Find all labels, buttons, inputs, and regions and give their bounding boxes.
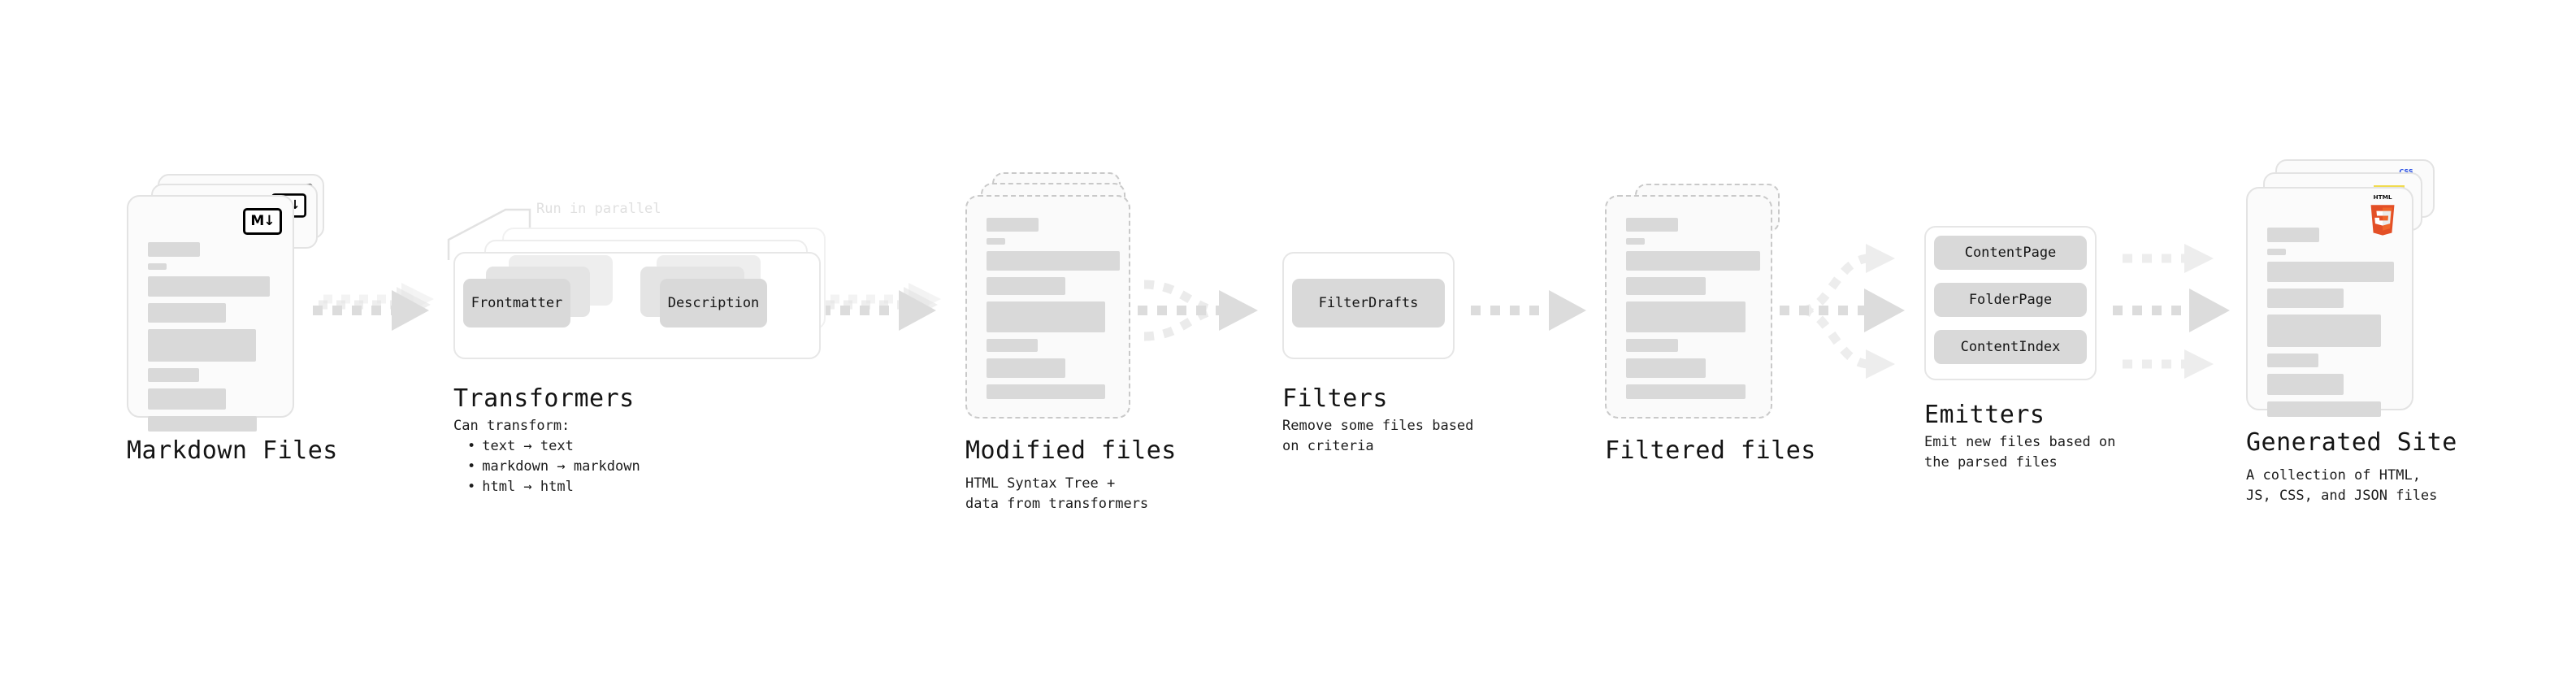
arrow-filters-to-filtered xyxy=(1471,290,1586,331)
generated-site-title: Generated Site xyxy=(2246,428,2457,457)
transformers-title: Transformers xyxy=(453,384,635,413)
filters-caption: Remove some files based on criteria xyxy=(1282,418,1474,454)
transform-item: html → html xyxy=(467,477,640,497)
markdown-card-front[interactable]: M↓ xyxy=(127,195,294,432)
filters-title: Filters xyxy=(1282,384,1388,413)
emitters-title: Emitters xyxy=(1924,401,2045,429)
emitter-chip-contentindex[interactable]: ContentIndex xyxy=(1934,330,2087,364)
html5-icon: HTML xyxy=(2370,193,2395,236)
arrow-transformers-to-modified xyxy=(821,283,941,331)
site-card-lines xyxy=(2267,228,2394,423)
filtered-card-front[interactable] xyxy=(1605,195,1772,419)
run-in-parallel-label: Run in parallel xyxy=(536,201,661,217)
emitters-caption: Emit new files based on the parsed files xyxy=(1924,434,2116,471)
modified-files-title: Modified files xyxy=(965,436,1177,465)
filtered-files-title: Filtered files xyxy=(1605,436,1816,465)
modified-files-caption: HTML Syntax Tree + data from transformer… xyxy=(965,475,1149,512)
filter-chip-filterdrafts[interactable]: FilterDrafts xyxy=(1292,279,1445,327)
modified-card-front[interactable] xyxy=(965,195,1130,419)
transformer-chip-frontmatter[interactable]: Frontmatter xyxy=(463,279,570,327)
arrow-filtered-to-emitters xyxy=(1780,244,1905,379)
transformers-caption-head: Can transform: xyxy=(453,418,570,434)
emitter-chip-folderpage[interactable]: FolderPage xyxy=(1934,283,2087,317)
transformers-caption-list: text → text markdown → markdown html → h… xyxy=(453,436,640,497)
filtered-card-lines xyxy=(1626,218,1760,406)
modified-card-lines xyxy=(987,218,1120,406)
transform-item: text → text xyxy=(467,436,640,457)
markdown-files-title: Markdown Files xyxy=(127,436,338,465)
arrow-markdown-to-transformers xyxy=(313,283,434,331)
emitter-chip-contentpage[interactable]: ContentPage xyxy=(1934,236,2087,270)
svg-text:HTML: HTML xyxy=(2373,193,2392,201)
markdown-icon: M↓ xyxy=(243,208,282,235)
arrow-emitters-to-site xyxy=(2113,244,2230,379)
markdown-card-lines xyxy=(148,242,273,438)
transform-item: markdown → markdown xyxy=(467,457,640,477)
site-card-front[interactable]: HTML xyxy=(2246,187,2413,417)
arrow-modified-to-filters xyxy=(1138,280,1258,341)
generated-site-caption: A collection of HTML, JS, CSS, and JSON … xyxy=(2246,467,2438,504)
transformer-chip-description[interactable]: Description xyxy=(660,279,767,327)
